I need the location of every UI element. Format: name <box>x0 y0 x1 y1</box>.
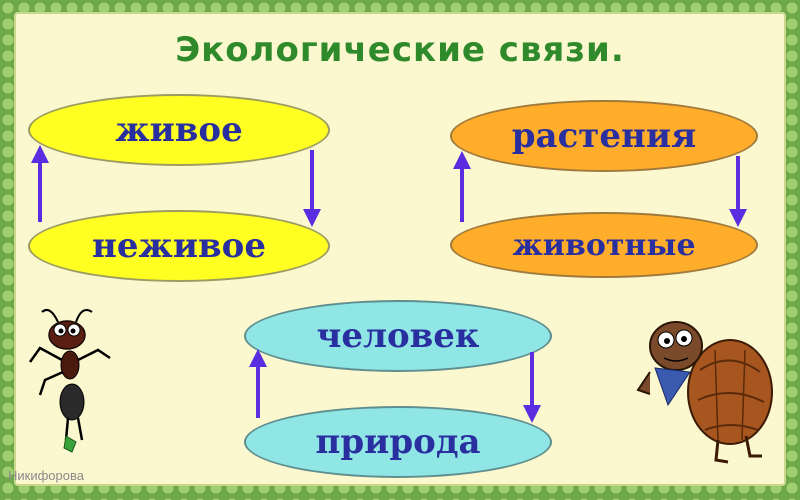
label-human: человек <box>316 316 480 356</box>
ellipse-nature: природа <box>244 406 552 478</box>
ellipse-living: живое <box>28 94 330 166</box>
slide-title: Экологические связи. <box>175 30 625 70</box>
label-animals: животные <box>512 227 696 263</box>
turtle-illustration <box>636 321 773 464</box>
ellipse-human: человек <box>244 300 552 372</box>
ant-illustration <box>28 309 111 453</box>
ellipse-animals: животные <box>450 212 758 278</box>
label-nature: природа <box>315 422 481 462</box>
ellipse-plants: растения <box>450 100 758 172</box>
author-credit: Никифорова <box>8 468 84 483</box>
label-nonliving: неживое <box>91 226 266 266</box>
label-plants: растения <box>511 116 697 156</box>
label-living: живое <box>115 110 243 150</box>
ellipse-nonliving: неживое <box>28 210 330 282</box>
